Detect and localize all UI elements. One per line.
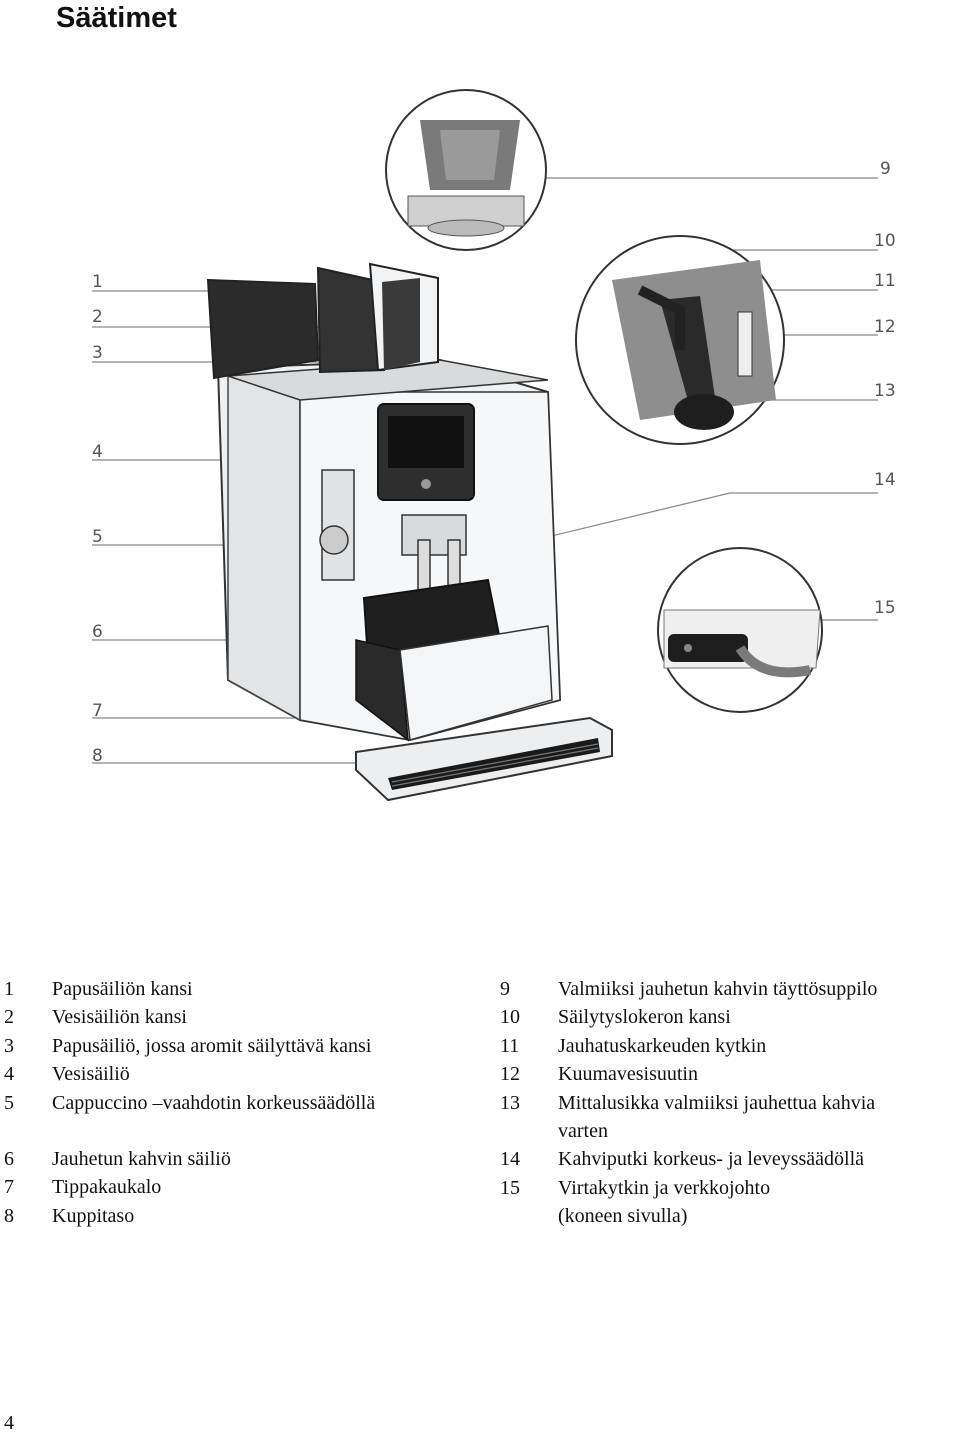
legend-number: 11	[500, 1034, 520, 1057]
legend-number: 5	[4, 1091, 14, 1114]
legend-item: 11 Jauhatuskarkeuden kytkin	[500, 1032, 960, 1060]
legend-item: 10 Säilytyslokeron kansi	[500, 1003, 960, 1031]
callout-14: 14	[874, 470, 896, 490]
callout-11: 11	[874, 271, 896, 291]
legend-number: 4	[4, 1063, 14, 1086]
legend-text: Tippakaukalo	[52, 1176, 162, 1199]
legend-number: 15	[500, 1176, 520, 1199]
callout-7: 7	[92, 701, 103, 721]
callout-10: 10	[874, 231, 896, 251]
legend-item: 3 Papusäiliö, jossa aromit säilyttävä kan…	[4, 1032, 474, 1060]
legend-number: 9	[500, 978, 510, 1000]
legend-number: 8	[4, 1204, 14, 1227]
legend-item: 1 Papusäiliön kansi	[4, 975, 474, 1003]
page-number: 4	[4, 1412, 14, 1434]
legend-text: Säilytyslokeron kansi	[558, 1006, 731, 1029]
legend-item: 8 Kuppitaso	[4, 1202, 474, 1230]
legend-number: 7	[4, 1176, 14, 1199]
legend-item: 9 Valmiiksi jauhetun kahvin täyttösuppilo	[500, 975, 960, 1003]
callout-4: 4	[92, 442, 103, 462]
legend-item: 13 Mittalusikka valmiiksi jauhettua kahvi…	[500, 1089, 960, 1117]
legend-text: Jauhatuskarkeuden kytkin	[558, 1034, 767, 1057]
callout-1: 1	[92, 272, 103, 292]
callout-13: 13	[874, 381, 896, 401]
callout-6: 6	[92, 622, 103, 642]
legend-text: Kuumavesisuutin	[558, 1063, 698, 1086]
legend-text: Mittalusikka valmiiksi jauhettua kahvia	[558, 1091, 876, 1114]
legend-number: 12	[500, 1063, 520, 1086]
legend-item: 4 Vesisäiliö	[4, 1060, 474, 1088]
legend-number: 10	[500, 1006, 520, 1029]
callout-3: 3	[92, 343, 103, 363]
legend-text: Cappuccino –vaahdotin korkeussäädöllä	[52, 1091, 376, 1114]
legend-item: 12 Kuumavesisuutin	[500, 1060, 960, 1088]
callout-5: 5	[92, 527, 103, 547]
legend-text: Virtakytkin ja verkkojohto	[558, 1176, 771, 1199]
legend-number: 1	[4, 978, 14, 1000]
legend-number: 3	[4, 1034, 14, 1057]
legend-item: 15 Virtakytkin ja verkkojohto	[500, 1174, 960, 1202]
legend-number: 6	[4, 1148, 14, 1171]
legend-text: Papusäiliön kansi	[52, 978, 193, 1000]
legend-text: (koneen sivulla)	[558, 1205, 688, 1228]
legend-number: 14	[500, 1148, 520, 1171]
legend-spacer	[4, 1117, 474, 1145]
callout-15: 15	[874, 598, 896, 618]
legend-text: varten	[558, 1120, 608, 1143]
legend-text: Papusäiliö, jossa aromit säilyttävä kans…	[52, 1034, 372, 1057]
legend-item: 7 Tippakaukalo	[4, 1173, 474, 1201]
callout-2: 2	[92, 307, 103, 327]
callout-9: 9	[880, 159, 891, 179]
legend-item: 2 Vesisäiliön kansi	[4, 1003, 474, 1031]
legend-number: 13	[500, 1091, 520, 1114]
legend-text: Jauhetun kahvin säiliö	[52, 1148, 231, 1171]
legend-number: 2	[4, 1006, 14, 1029]
callout-8: 8	[92, 746, 103, 766]
callout-numbers: 1 2 3 4 5 6 7 8 9 10 11 12 13 14 15	[92, 159, 896, 766]
cup-platform	[355, 716, 613, 802]
legend-item: 6 Jauhetun kahvin säiliö	[4, 1145, 474, 1173]
legend-text: Kuppitaso	[52, 1204, 135, 1227]
legend-text: Valmiiksi jauhetun kahvin täyttösuppilo	[558, 978, 878, 1000]
detail-circle-fill-funnel	[385, 89, 547, 251]
legend-left-column: 1 Papusäiliön kansi 2 Vesisäiliön kansi 3 P…	[4, 975, 474, 1230]
legend-item: 14 Kahviputki korkeus- ja leveyssäädöllä	[500, 1145, 960, 1173]
coffee-machine-diagram: 1 2 3 4 5 6 7 8 9 10 11 12 13 14 15	[92, 89, 896, 802]
detail-circle-power-switch	[657, 547, 823, 713]
machine-body	[206, 262, 562, 742]
legend-item: 5 Cappuccino –vaahdotin korkeussäädöllä	[4, 1089, 474, 1117]
legend-item-continuation: (koneen sivulla)	[500, 1202, 960, 1230]
legend-right-column: 9 Valmiiksi jauhetun kahvin täyttösuppilo…	[500, 975, 960, 1231]
legend-text: Vesisäiliön kansi	[52, 1006, 187, 1029]
legend-text: Vesisäiliö	[52, 1063, 130, 1086]
page-title: Säätimet	[56, 2, 177, 34]
detail-circle-storage-compartment	[575, 235, 785, 445]
callout-12: 12	[874, 317, 896, 337]
legend-item-continuation: varten	[500, 1117, 960, 1145]
legend-text: Kahviputki korkeus- ja leveyssäädöllä	[558, 1148, 865, 1171]
